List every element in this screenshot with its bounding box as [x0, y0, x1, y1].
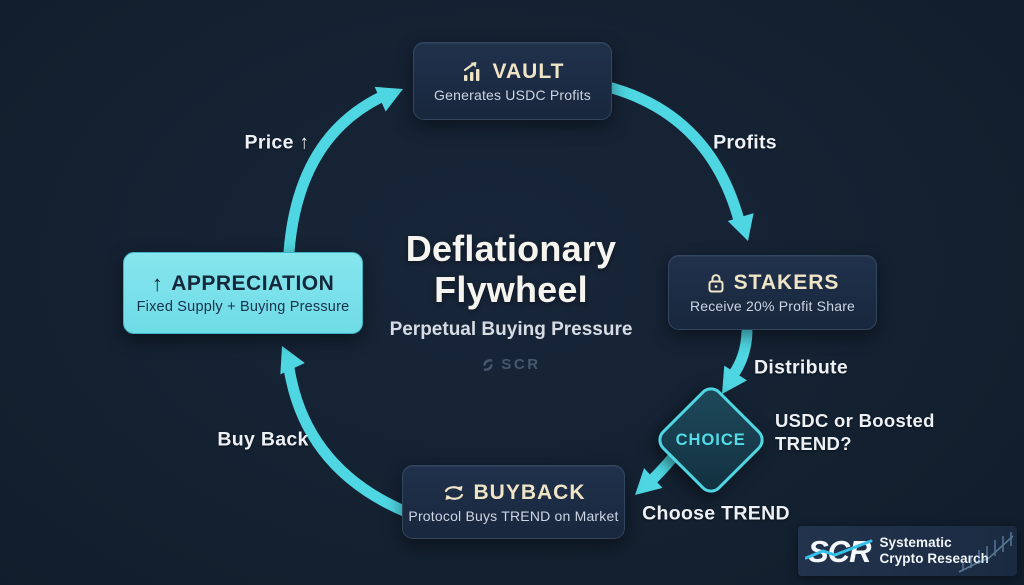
choice-title: CHOICE: [675, 430, 747, 449]
label-choice-question: USDC or Boosted TREND?: [775, 410, 935, 454]
appreciation-title: APPRECIATION: [171, 271, 335, 295]
brand-name: Systematic Crypto Research: [879, 535, 989, 566]
brand-panel: SCR Systematic Crypto Research: [798, 526, 1017, 576]
repeat-icon: [442, 483, 466, 503]
label-price-up: Price ↑: [244, 131, 310, 154]
label-profits: Profits: [713, 131, 777, 154]
vault-node: VAULT Generates USDC Profits: [413, 42, 612, 120]
label-choose-trend: Choose TREND: [642, 502, 790, 525]
diagram-subtitle: Perpetual Buying Pressure: [389, 319, 633, 341]
center-block: Deflationary Flywheel Perpetual Buying P…: [331, 228, 691, 373]
arrow-appreciation-to-vault: [283, 86, 403, 258]
vault-title: VAULT: [492, 59, 565, 83]
scr-mark-icon: [481, 358, 495, 372]
arrow-stakers-to-choice: [722, 326, 753, 394]
stakers-node: STAKERS Receive 20% Profit Share: [668, 255, 877, 330]
chart-increasing-icon: [461, 61, 485, 83]
watermark-text: SCR: [501, 356, 541, 374]
stakers-title: STAKERS: [733, 271, 840, 294]
buyback-title: BUYBACK: [473, 480, 586, 504]
arrow-buyback-to-appreciation: [280, 346, 410, 517]
label-distribute: Distribute: [753, 356, 849, 379]
appreciation-subtitle: Fixed Supply + Buying Pressure: [136, 298, 350, 315]
appreciation-node: ↑ APPRECIATION Fixed Supply + Buying Pre…: [123, 252, 363, 334]
label-buy-back: Buy Back: [217, 428, 309, 451]
lock-icon: [706, 272, 726, 294]
scr-abbr: SCR: [808, 533, 871, 569]
scr-logotype: SCR: [805, 533, 873, 569]
brand-chart-decoration: [958, 532, 1014, 573]
buyback-node: BUYBACK Protocol Buys TREND on Market: [402, 465, 625, 539]
arrow-choice-to-buyback: [635, 445, 684, 495]
arrow-vault-to-stakers: [606, 82, 754, 241]
stakers-subtitle: Receive 20% Profit Share: [689, 298, 856, 314]
up-arrow-icon: ↑: [151, 270, 164, 296]
vault-subtitle: Generates USDC Profits: [434, 86, 591, 103]
diagram-title: Deflationary Flywheel: [405, 228, 617, 310]
buyback-subtitle: Protocol Buys TREND on Market: [408, 507, 619, 524]
center-watermark: SCR: [331, 356, 691, 373]
